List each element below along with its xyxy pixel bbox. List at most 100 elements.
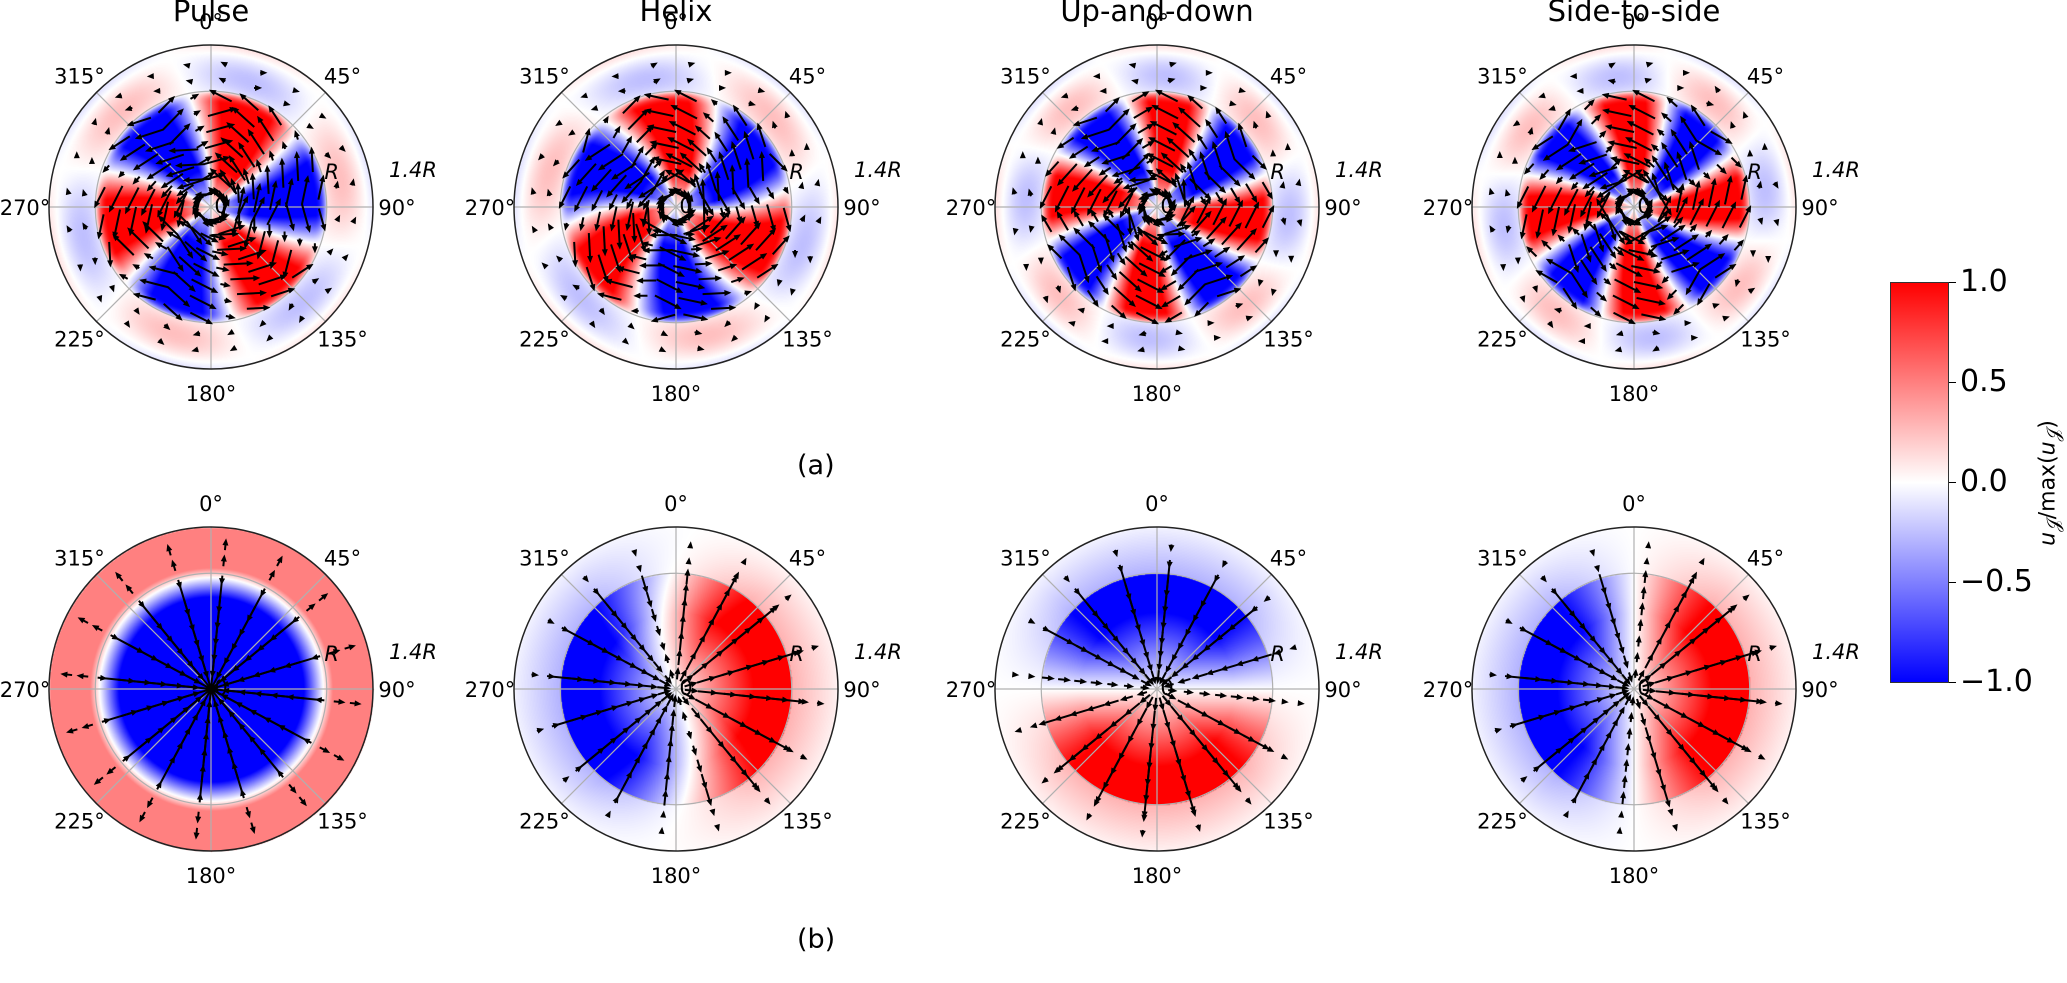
angle-tick-label: 45°: [1270, 546, 1307, 570]
velocity-arrow: [1095, 275, 1109, 296]
arrow-shaft: [760, 733, 788, 750]
arrow-shaft: [167, 286, 188, 306]
arrow-head: [768, 191, 775, 200]
velocity-arrow: [612, 795, 619, 804]
arrow-head: [1103, 209, 1110, 218]
arrow-shaft: [1174, 123, 1196, 143]
velocity-arrow: [1041, 675, 1055, 682]
arrow-head: [144, 226, 151, 234]
velocity-arrow: [1101, 338, 1109, 345]
velocity-arrow: [617, 87, 626, 94]
arrow-head: [1145, 169, 1154, 176]
velocity-arrow: [1261, 181, 1273, 200]
arrow-head: [145, 146, 153, 153]
arrow-head: [757, 87, 766, 94]
arrow-head: [1500, 264, 1507, 272]
velocity-arrow: [1050, 127, 1057, 135]
velocity-arrow: [1660, 112, 1672, 123]
velocity-arrow: [1718, 233, 1729, 245]
velocity-arrow: [132, 264, 140, 271]
angle-tick-label: 0°: [664, 492, 688, 516]
velocity-arrow: [157, 95, 176, 114]
arrow-head: [665, 676, 672, 684]
arrow-head: [572, 260, 579, 268]
arrow-head: [1057, 178, 1064, 186]
velocity-arrow: [1090, 679, 1103, 686]
arrow-head: [1127, 186, 1135, 193]
velocity-arrow: [665, 153, 693, 168]
arrow-head: [1208, 238, 1216, 245]
arrow-head: [311, 246, 318, 254]
arrow-head: [1153, 189, 1161, 196]
arrow-head: [1117, 565, 1123, 574]
velocity-arrow: [1133, 106, 1154, 119]
arrow-shaft: [1676, 186, 1684, 213]
velocity-arrow: [231, 106, 255, 128]
velocity-arrow: [220, 61, 228, 68]
velocity-arrow: [687, 61, 696, 68]
velocity-arrow: [1677, 84, 1685, 91]
arrow-shaft: [1124, 256, 1146, 275]
arrow-head: [176, 108, 184, 116]
velocity-arrow: [1758, 698, 1767, 705]
velocity-arrow: [1617, 638, 1625, 655]
arrow-head: [348, 644, 356, 651]
velocity-arrow: [1605, 144, 1614, 153]
arrow-head: [710, 99, 719, 107]
arrow-shaft: [1073, 168, 1093, 190]
arrow-head: [617, 87, 626, 94]
velocity-arrow: [1667, 808, 1674, 817]
arrow-shaft: [1673, 199, 1687, 224]
arrow-head: [177, 264, 184, 272]
arrow-shaft: [1580, 259, 1596, 283]
velocity-arrow: [1523, 163, 1535, 175]
arrow-head: [1151, 238, 1159, 246]
arrow-head: [1171, 670, 1179, 678]
arrow-head: [642, 202, 649, 211]
column-title: Side-to-side: [1547, 0, 1721, 28]
arrow-head: [1142, 684, 1150, 691]
velocity-arrow: [650, 62, 658, 69]
arrow-head: [1220, 665, 1228, 671]
arrow-shaft: [1089, 174, 1108, 196]
angle-tick-label: 270°: [465, 678, 516, 702]
arrow-head: [729, 304, 737, 311]
arrow-head: [81, 188, 88, 197]
arrow-shaft: [1143, 784, 1149, 815]
velocity-arrow: [1557, 234, 1566, 243]
arrow-head: [104, 127, 111, 135]
arrow-shaft: [682, 154, 703, 174]
arrow-head: [699, 178, 706, 186]
velocity-arrow: [1589, 549, 1595, 557]
arrow-head: [1101, 158, 1109, 165]
velocity-arrow: [1205, 118, 1219, 139]
arrow-head: [596, 292, 605, 299]
arrow-head: [1203, 644, 1211, 652]
arrow-shaft: [207, 108, 234, 118]
arrow-head: [1222, 560, 1229, 568]
arrow-shaft: [1694, 762, 1715, 788]
arrow-shaft: [1151, 138, 1176, 152]
velocity-arrow: [556, 255, 564, 263]
radial-tick-label: 1.4R: [1335, 640, 1383, 664]
velocity-arrow: [1213, 334, 1222, 341]
angle-tick-label: 0°: [1145, 10, 1169, 34]
arrow-head: [588, 320, 596, 329]
arrow-shaft: [1149, 154, 1174, 168]
velocity-arrow: [753, 785, 761, 793]
arrow-shaft: [767, 651, 798, 663]
velocity-arrow: [683, 224, 711, 235]
velocity-arrow: [124, 187, 140, 215]
arrow-shaft: [1635, 90, 1655, 103]
velocity-arrow: [1103, 190, 1118, 218]
velocity-arrow: [1127, 241, 1134, 251]
arrow-head: [1151, 318, 1160, 325]
arrow-head: [1609, 693, 1617, 700]
arrow-head: [753, 197, 760, 205]
velocity-arrow: [200, 171, 216, 182]
velocity-arrow: [1666, 96, 1678, 108]
arrow-head: [1136, 137, 1144, 146]
arrow-shaft: [193, 262, 217, 276]
arrow-head: [634, 716, 642, 724]
arrow-head: [195, 696, 203, 703]
